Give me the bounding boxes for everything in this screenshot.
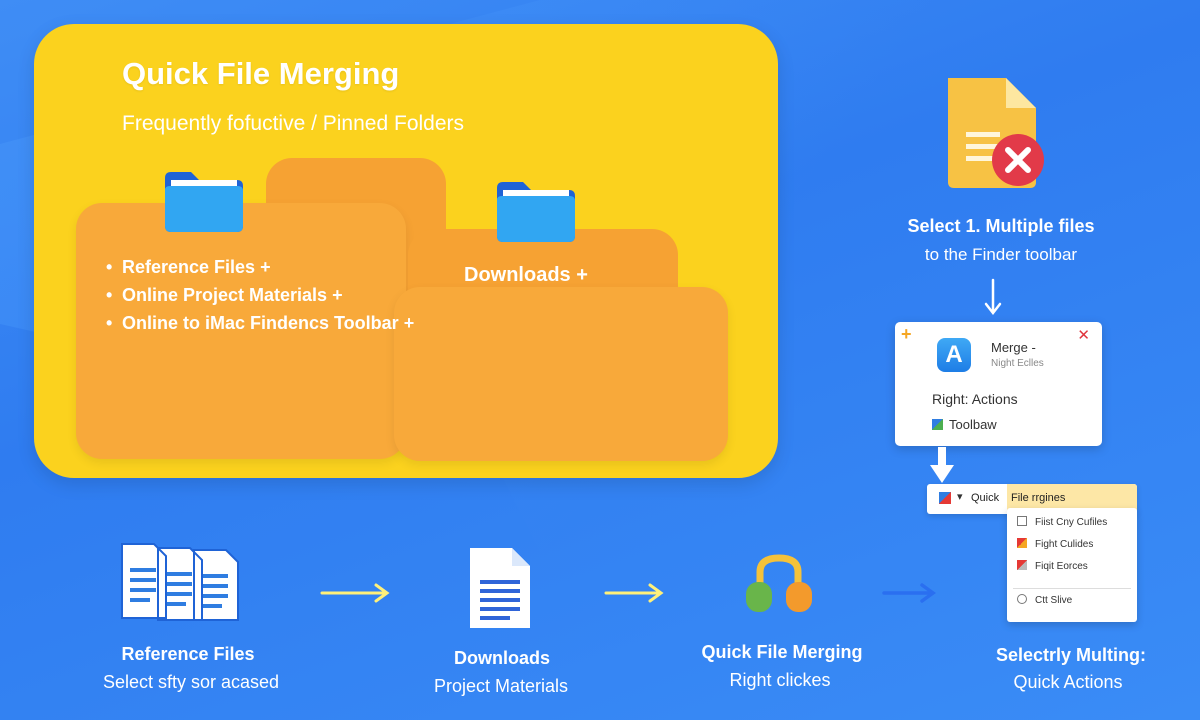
file-merging-label[interactable]: File rrgines — [1011, 492, 1066, 504]
list-item[interactable]: •Online to iMac Findencs Toolbar + — [106, 313, 415, 333]
quick-bar-icon — [939, 492, 951, 504]
plus-icon[interactable]: + — [901, 324, 912, 344]
arrow-right-icon — [882, 583, 936, 603]
chevron-down-icon[interactable]: ▾ — [957, 491, 963, 503]
app-store-icon[interactable]: A — [937, 338, 971, 372]
clock-icon — [1017, 594, 1027, 604]
pinned-folder-list: •Reference Files + •Online Project Mater… — [106, 253, 414, 337]
dropdown-item[interactable]: Fight Culides — [1017, 538, 1093, 550]
checkbox-icon — [1017, 516, 1027, 526]
merge-pills-icon — [746, 554, 812, 612]
list-item[interactable]: •Online Project Materials + — [106, 285, 343, 305]
close-icon[interactable]: ✕ — [1077, 327, 1090, 344]
document-icon — [470, 548, 530, 628]
quick-actions-dropdown: Fiist Cny Cufiles Fight Culides Fiqit Eo… — [1007, 508, 1137, 622]
arrow-down-icon — [930, 447, 954, 483]
flow-step-subtitle: Select sfty sor acased — [102, 672, 280, 692]
arrow-down-icon — [984, 278, 1002, 316]
document-with-x-icon — [948, 78, 1044, 188]
flow-step-title: Selectrly Multing: — [995, 645, 1147, 665]
panel-title: Quick File Merging — [122, 56, 400, 91]
panel-subtitle: Frequently fofuctive / Pinned Folders — [122, 112, 465, 135]
select-files-title: Select 1. Multiple files — [907, 216, 1095, 236]
toolbar-icon — [932, 419, 943, 430]
merge-label[interactable]: Merge - — [991, 340, 1036, 355]
flow-step-title: Reference Files — [121, 644, 255, 664]
select-files-subtitle: to the Finder toolbar — [924, 245, 1078, 264]
right-actions-item[interactable]: Right: Actions — [932, 391, 1018, 407]
downloads-folder-label[interactable]: Downloads + — [464, 264, 588, 286]
flow-step-title: Downloads — [453, 648, 550, 668]
divider — [1013, 588, 1131, 589]
multiple-files-icon — [121, 543, 239, 621]
file-icon — [1017, 538, 1027, 548]
file-icon — [1017, 560, 1027, 570]
blue-folder-icon — [497, 182, 575, 242]
toolbar-item[interactable]: Toolbaw — [932, 417, 997, 432]
dropdown-item[interactable]: Ctt Slive — [1017, 594, 1072, 606]
flow-step-subtitle: Project Materials — [433, 676, 569, 696]
merge-sublabel: Night Eclles — [991, 358, 1044, 369]
merge-popup: + ✕ A Merge - Night Eclles Right: Action… — [895, 322, 1102, 446]
flow-step-subtitle: Quick Actions — [1013, 672, 1123, 692]
folder-shape-right[interactable] — [394, 287, 728, 461]
arrow-right-icon — [604, 583, 664, 603]
arrow-right-icon — [320, 583, 390, 603]
quick-label[interactable]: Quick — [971, 492, 1000, 504]
blue-folder-icon — [165, 172, 243, 232]
flow-step-title: Quick File Merging — [701, 642, 863, 662]
dropdown-item[interactable]: Fiist Cny Cufiles — [1017, 516, 1107, 528]
folder-shape-left[interactable] — [76, 203, 406, 459]
flow-step-subtitle: Right clickes — [729, 670, 831, 690]
list-item[interactable]: •Reference Files + — [106, 257, 271, 277]
dropdown-item[interactable]: Fiqit Eorces — [1017, 560, 1088, 572]
